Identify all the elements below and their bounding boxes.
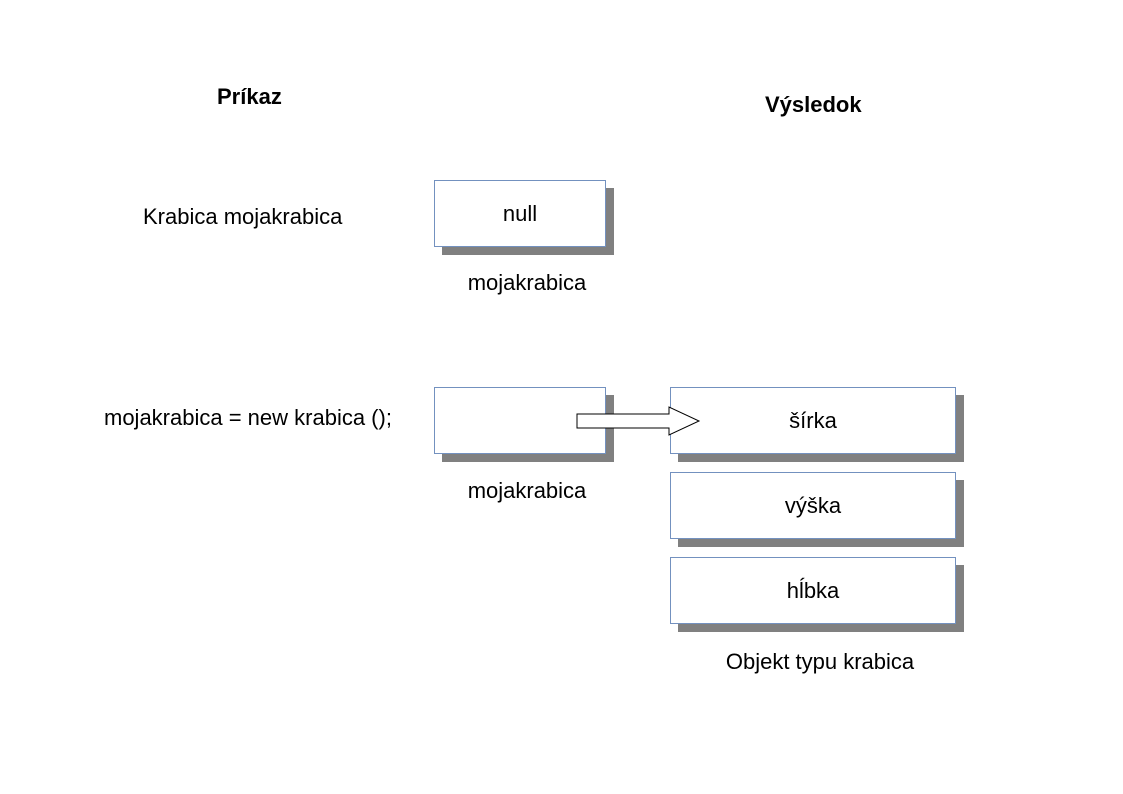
command-column-header: Príkaz (217, 84, 282, 109)
object-field-label: výška (784, 492, 842, 518)
object-field-box: výška (670, 472, 956, 539)
arrow-shape (576, 406, 701, 436)
object-field-label: šírka (789, 407, 837, 433)
instantiation-command: mojakrabica = new krabica (); (104, 405, 392, 430)
object-caption: Objekt typu krabica (725, 649, 915, 674)
reference-value: null (502, 200, 538, 226)
reference-caption: mojakrabica (467, 270, 587, 295)
object-field-box: šírka (670, 387, 956, 454)
reference-box-null: null (434, 180, 606, 247)
result-column-header: Výsledok (765, 92, 862, 117)
object-field-box: hĺbka (670, 557, 956, 624)
declaration-command: Krabica mojakrabica (143, 204, 343, 229)
reference-caption: mojakrabica (467, 478, 587, 503)
object-field-label: hĺbka (786, 577, 840, 603)
